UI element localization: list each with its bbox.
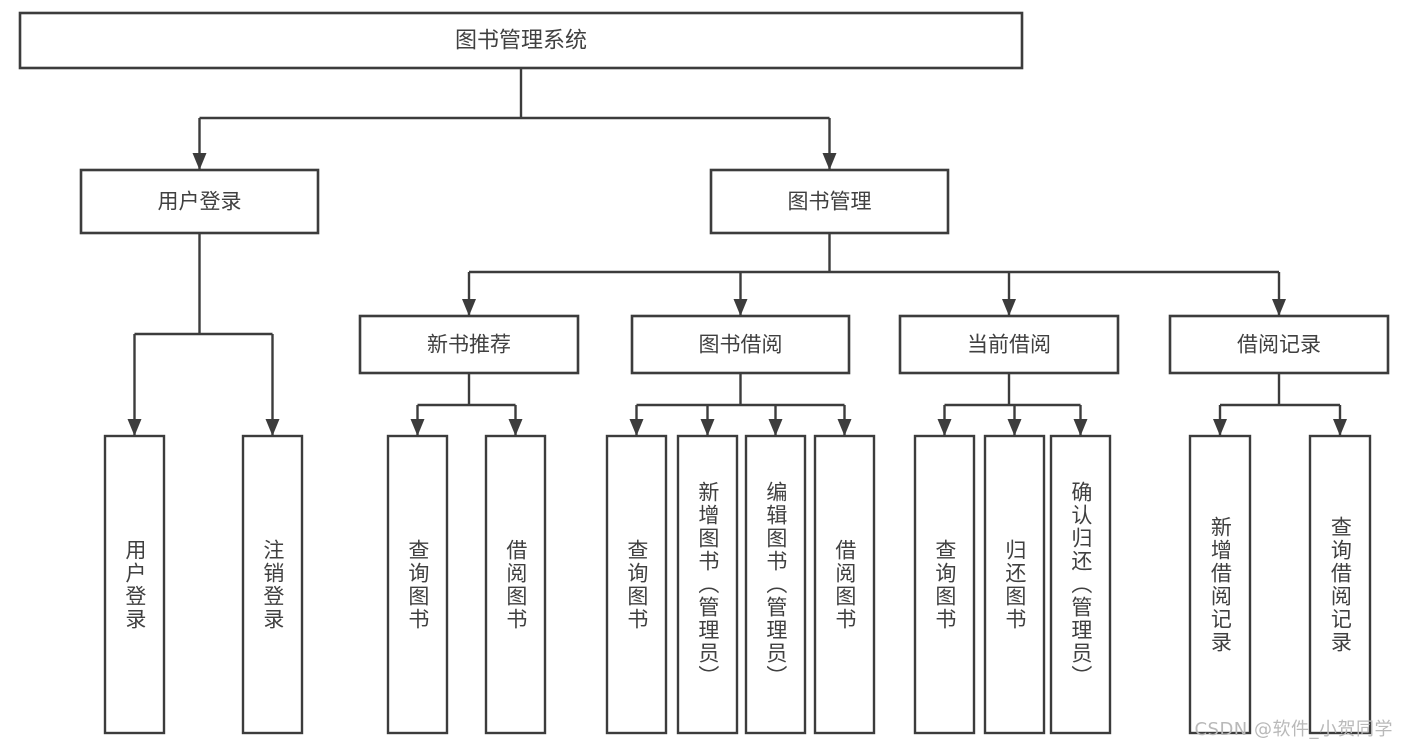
arrow-head-icon-leaf-1	[265, 419, 280, 436]
node-leaf-9[interactable]	[983, 434, 1046, 735]
node-leaf-2[interactable]	[386, 434, 449, 735]
arrow-head-icon-leaf-0	[127, 419, 142, 436]
node-level2-0-rect	[79, 168, 320, 235]
arrow-head-icon-leaf-11	[1213, 419, 1227, 436]
node-leaf-6[interactable]	[744, 434, 807, 735]
arrow-head-icon-leaf-4	[629, 419, 644, 436]
arrow-head-icon-level3-3	[1272, 299, 1286, 316]
node-leaf-9-rect	[983, 434, 1046, 735]
node-leaf-1[interactable]	[241, 434, 304, 735]
arrow-head-icon-leaf-5	[700, 419, 715, 436]
node-level3-0-label: 新书推荐	[427, 333, 511, 357]
node-level3-3[interactable]: 借阅记录	[1168, 314, 1390, 375]
arrow-head-icon-leaf-9	[1007, 419, 1022, 436]
node-leaf-11[interactable]	[1188, 434, 1252, 735]
arrow-head-icon-level3-2	[1002, 299, 1016, 316]
connector-edges	[127, 68, 1347, 436]
node-leaf-3[interactable]	[484, 434, 547, 735]
node-leaf-0-rect	[103, 434, 166, 735]
node-leaf-12[interactable]	[1308, 434, 1372, 735]
node-level3-3-label: 借阅记录	[1237, 333, 1321, 357]
arrow-head-icon-leaf-8	[937, 419, 952, 436]
node-leaf-6-rect	[744, 434, 807, 735]
arrow-head-icon-level2-1	[822, 153, 837, 170]
node-level3-1-label: 图书借阅	[699, 333, 783, 357]
node-level3-0[interactable]: 新书推荐	[358, 314, 580, 375]
node-leaf-8-rect	[913, 434, 976, 735]
node-level2-0-label: 用户登录	[158, 190, 242, 214]
node-leaf-8[interactable]	[913, 434, 976, 735]
node-level3-1[interactable]: 图书借阅	[630, 314, 851, 375]
node-level2-1[interactable]: 图书管理	[709, 168, 950, 235]
arrow-head-icon-level3-1	[733, 299, 748, 316]
node-leaf-1-rect	[241, 434, 304, 735]
node-leaf-4[interactable]	[605, 434, 668, 735]
node-level2-1-label: 图书管理	[788, 190, 872, 214]
node-root-system[interactable]: 图书管理系统	[18, 11, 1024, 70]
node-root-system-label: 图书管理系统	[455, 29, 587, 54]
node-leaf-2-rect	[386, 434, 449, 735]
arrow-head-icon-leaf-12	[1333, 419, 1347, 436]
arrow-head-icon-level2-0	[192, 153, 207, 170]
node-level3-0-rect	[358, 314, 580, 375]
node-leaf-5[interactable]	[676, 434, 739, 735]
node-leaf-5-rect	[676, 434, 739, 735]
node-leaf-7[interactable]	[813, 434, 876, 735]
node-leaf-7-rect	[813, 434, 876, 735]
node-level3-2-label: 当前借阅	[967, 333, 1051, 357]
node-leaf-0[interactable]	[103, 434, 166, 735]
node-leaf-3-rect	[484, 434, 547, 735]
node-level2-1-rect	[709, 168, 950, 235]
arrow-head-icon-level3-0	[462, 299, 476, 316]
arrow-head-icon-leaf-2	[410, 419, 425, 436]
arrow-head-icon-leaf-6	[768, 419, 783, 436]
node-leaf-4-rect	[605, 434, 668, 735]
node-root-system-rect	[18, 11, 1024, 70]
arrow-head-icon-leaf-10	[1073, 419, 1088, 436]
arrow-head-icon-leaf-7	[837, 419, 852, 436]
node-leaf-10-rect	[1049, 434, 1112, 735]
node-level3-3-rect	[1168, 314, 1390, 375]
node-leaf-12-rect	[1308, 434, 1372, 735]
arrow-head-icon-leaf-3	[508, 419, 523, 436]
node-leaf-10[interactable]	[1049, 434, 1112, 735]
node-level3-2[interactable]: 当前借阅	[898, 314, 1120, 375]
node-level3-2-rect	[898, 314, 1120, 375]
watermark-text: CSDN @软件_小贺同学	[1194, 719, 1393, 740]
node-leaf-11-rect	[1188, 434, 1252, 735]
node-level3-1-rect	[630, 314, 851, 375]
node-level2-0[interactable]: 用户登录	[79, 168, 320, 235]
